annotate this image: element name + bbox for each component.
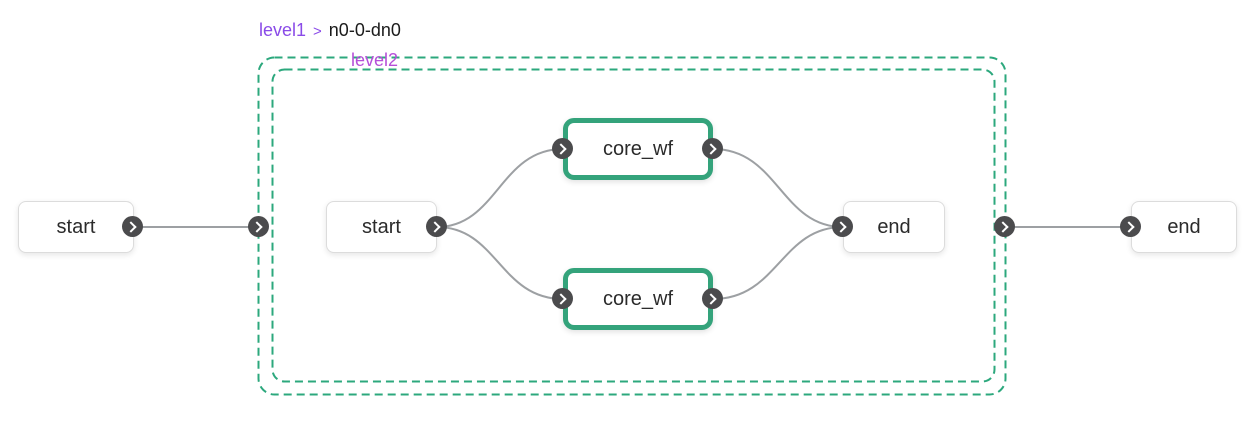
port-core-top-out [702,138,723,159]
edge-group [134,148,1131,300]
breadcrumb: level1 > n0-0-dn0 [259,19,401,43]
port-group-in [248,216,269,237]
node-outer-end[interactable]: end [1131,201,1237,253]
chevron-right-icon [125,220,137,233]
edge-core-bottom-to-end [712,226,844,300]
outer-group-dashed-border [257,56,1007,396]
chevron-right-icon [1123,220,1135,233]
edge-core-top-to-end [712,148,844,228]
port-core-bottom-in [552,288,573,309]
node-label: start [362,215,401,238]
chevron-right-icon [251,220,263,233]
chevron-right-icon [429,220,441,233]
port-outer-start-out [122,216,143,237]
chevron-right-icon [997,220,1009,233]
node-label: start [56,215,96,238]
node-inner-end[interactable]: end [843,201,945,253]
node-core-wf-top[interactable]: core_wf [563,118,713,180]
edge-start-to-core-top [436,148,564,228]
node-label: core_wf [602,137,674,160]
chevron-right-icon [705,142,717,155]
breadcrumb-parent-link[interactable]: level1 [259,20,307,40]
breadcrumb-separator: > [313,23,322,40]
node-label: core_wf [602,287,674,310]
breadcrumb-current: n0-0-dn0 [328,20,401,40]
port-core-bottom-out [702,288,723,309]
port-outer-end-in [1120,216,1141,237]
subgraph-label-level2: level2 [351,50,399,70]
chevron-right-icon [835,220,847,233]
port-inner-end-in [832,216,853,237]
chevron-right-icon [555,292,567,305]
node-label: end [1167,215,1201,238]
node-core-wf-bottom[interactable]: core_wf [563,268,713,330]
port-inner-start-out [426,216,447,237]
node-label: end [877,215,911,238]
node-outer-start[interactable]: start [18,201,134,253]
node-inner-start[interactable]: start [326,201,437,253]
chevron-right-icon [705,292,717,305]
port-core-top-in [552,138,573,159]
port-group-out [994,216,1015,237]
chevron-right-icon [555,142,567,155]
edge-start-to-core-bottom [436,226,564,300]
